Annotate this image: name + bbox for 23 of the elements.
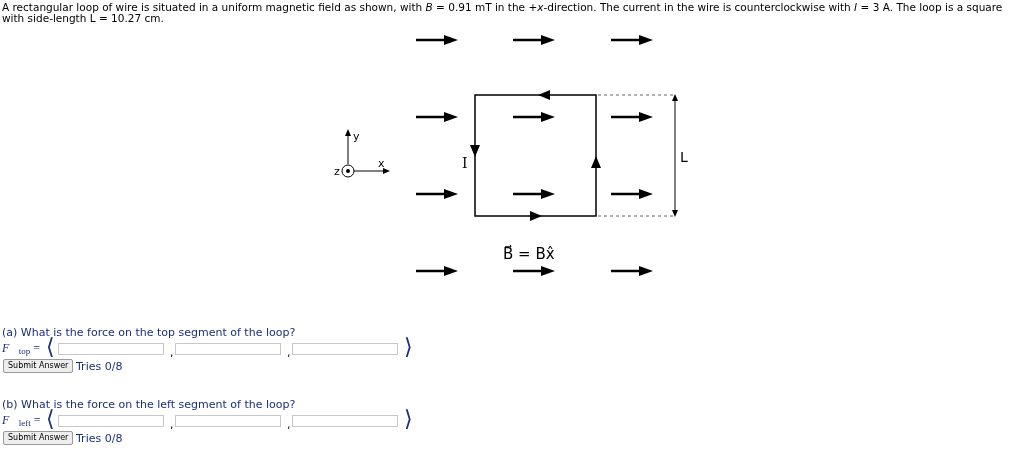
submit-button: Submit Answer — [3, 431, 74, 445]
angle-bracket: ⟨ — [46, 336, 55, 358]
diagram-label: x — [378, 158, 385, 169]
tries-counter: Tries 0/8 — [76, 361, 123, 372]
comma: , — [287, 347, 291, 358]
angle-bracket: ⟩ — [404, 408, 413, 430]
diagram-label: I — [462, 156, 468, 170]
angle-bracket: ⟩ — [404, 336, 413, 358]
question-text: (a) What is the force on the top segment of the loop? — [2, 327, 296, 338]
diagram-label: y — [353, 131, 360, 142]
comma: , — [170, 419, 174, 430]
comma: , — [287, 419, 291, 430]
vector-label: F⃗$_{left}$ = — [2, 414, 41, 426]
diagram-label: B⃗ = Bx̂ — [503, 247, 555, 262]
diagram-label: z — [334, 166, 340, 177]
angle-bracket: ⟨ — [46, 408, 55, 430]
tries-counter: Tries 0/8 — [76, 433, 123, 444]
submit-button: Submit Answer — [3, 359, 74, 373]
problem-text: A rectangular loop of wire is situated in a uniform magnetic field as shown, with B = 0.91 mT in the +x-direction. The current in the wire is counterclockwise with I = 3 A. The loop is a square with side-length L = 10.27 cm. — [2, 2, 1004, 24]
vector-label: F⃗$_{top}$ = — [2, 342, 40, 354]
comma: , — [170, 347, 174, 358]
diagram-label: L — [680, 150, 688, 164]
question-text: (b) What is the force on the left segment of the loop? — [2, 399, 296, 410]
